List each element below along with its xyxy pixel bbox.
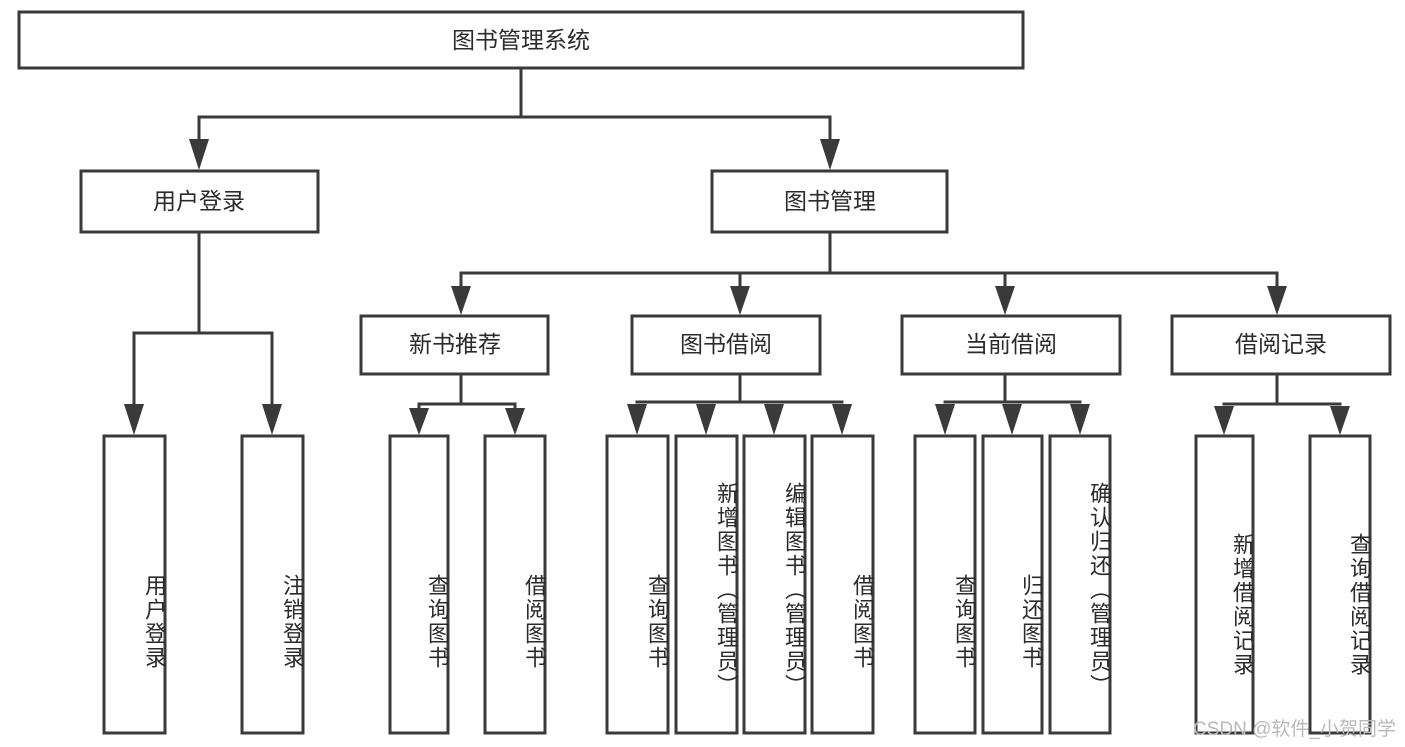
node-current-borrow-label: 当前借阅 [965, 331, 1057, 357]
node-leaf-logout-box[interactable] [240, 434, 305, 735]
node-book-borrow-label: 图书借阅 [680, 331, 772, 357]
arrow-head-leaf-confirm-return [1070, 404, 1090, 435]
node-book-manage-box[interactable] [710, 169, 949, 234]
arrow-head-leaf-logout [262, 404, 282, 435]
arrow-head-leaf-query-book-cur [935, 404, 955, 435]
connector-group-borrow-record [1214, 372, 1350, 435]
arrow-head-leaf-add-book [696, 404, 716, 435]
node-root[interactable]: 图书管理系统 [17, 10, 1025, 70]
node-leaf-edit-book-box[interactable] [742, 434, 807, 735]
node-user-login[interactable]: 用户登录 [79, 169, 320, 234]
arrow-head-leaf-query-record [1330, 406, 1350, 435]
arrow-head-current-borrow [995, 286, 1015, 315]
node-book-manage[interactable]: 图书管理 [710, 169, 949, 234]
arrow-head-user-login [189, 139, 209, 170]
node-leaf-query-record-box[interactable] [1308, 434, 1372, 735]
arrow-head-leaf-query-book-rec [409, 408, 429, 435]
node-borrow-record[interactable]: 借阅记录 [1170, 314, 1392, 376]
arrow-head-leaf-return-book [1002, 404, 1022, 435]
node-leaf-query-book-cur-box[interactable] [913, 434, 977, 735]
node-leaf-return-book-box[interactable] [981, 434, 1044, 735]
arrow-head-book-manage [820, 139, 840, 170]
arrow-head-book-borrow [730, 286, 750, 315]
node-leaf-user-login-box[interactable] [102, 434, 167, 735]
node-new-book-rec-box[interactable] [359, 314, 550, 376]
node-root-box[interactable] [17, 10, 1025, 70]
node-user-login-box[interactable] [79, 169, 320, 234]
node-borrow-record-label: 借阅记录 [1235, 331, 1327, 357]
connector-group-root [189, 66, 840, 170]
watermark-text: CSDN @软件_小贺同学 [1193, 719, 1396, 740]
node-user-login-label: 用户登录 [153, 188, 245, 214]
connector-group-user-login [124, 230, 282, 435]
node-borrow-record-box[interactable] [1170, 314, 1392, 376]
node-book-manage-label: 图书管理 [784, 188, 876, 214]
node-leaf-query-book-borrow-box[interactable] [605, 434, 670, 735]
node-book-borrow-box[interactable] [630, 314, 822, 376]
connector-group-book-borrow [627, 372, 852, 435]
arrow-head-leaf-query-book-borrow [627, 404, 647, 435]
node-leaf-confirm-return-box[interactable] [1048, 434, 1112, 735]
arrow-head-new-book-rec [451, 286, 471, 315]
node-leaf-query-book-rec-box[interactable] [388, 434, 450, 735]
leaf-boxes [102, 434, 1372, 735]
node-leaf-borrow-book-rec-box[interactable] [483, 434, 547, 735]
arrow-head-leaf-edit-book [764, 404, 784, 435]
node-current-borrow-box[interactable] [900, 314, 1122, 376]
node-new-book-rec[interactable]: 新书推荐 [359, 314, 550, 376]
arrow-head-leaf-add-record [1214, 406, 1234, 435]
arrow-head-leaf-user-login [124, 404, 144, 435]
node-current-borrow[interactable]: 当前借阅 [900, 314, 1122, 376]
connector-group-new-book-rec [409, 372, 525, 435]
connector-group-current-borrow [935, 372, 1090, 435]
node-leaf-borrow-book-box[interactable] [810, 434, 875, 735]
arrow-head-leaf-borrow-book-rec [505, 408, 525, 435]
node-root-label: 图书管理系统 [452, 27, 590, 53]
connector-group-book-manage [451, 230, 1287, 315]
node-book-borrow[interactable]: 图书借阅 [630, 314, 822, 376]
node-leaf-add-book-box[interactable] [674, 434, 739, 735]
arrow-head-leaf-borrow-book [832, 404, 852, 435]
node-leaf-add-record-box[interactable] [1194, 434, 1255, 735]
node-new-book-rec-label: 新书推荐 [409, 331, 501, 357]
arrow-head-borrow-record [1267, 286, 1287, 315]
